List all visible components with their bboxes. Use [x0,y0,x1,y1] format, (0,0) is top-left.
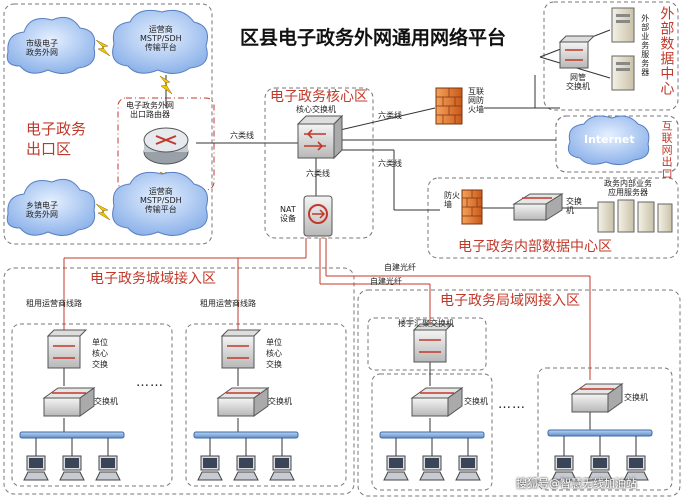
bldg-switch-label: 楼宇汇聚交换机 [398,319,454,328]
dc-firewall-label: 防火 墙 [444,191,460,209]
workstation-icon [587,455,613,481]
cat6-label-a: 六类线 [230,131,254,140]
cat6-label-d: 六类线 [378,159,402,168]
external-dc-box [543,1,679,111]
bldg-box [367,317,487,371]
lease-label-b: 租用运营商线路 [200,299,256,308]
workstation-icon [23,455,49,481]
city-access-box [3,267,355,495]
unit-box-2 [185,323,347,487]
external-server-icons [611,7,635,91]
mgmt-switch-label: 网管 交换机 [566,73,590,91]
lan-switch-label: 交换机 [464,397,488,406]
city-access-label: 电子政务城域接入区 [90,271,216,287]
pc-drops [35,436,637,456]
workstation-icon [269,455,295,481]
internal-dc-label: 电子政务内部数据中心区 [458,239,612,255]
lan-bar-icons [19,429,653,439]
unit-core-label-2: 单位 核心 交换 [266,338,282,369]
workstation-icon [383,455,409,481]
unit-core-label: 单位 核心 交换 [92,338,108,369]
access-switch-label: 交换机 [94,397,118,406]
links-access [63,362,591,434]
internet-cloud-label: Internet [584,133,635,146]
nat-device-icon [303,195,333,237]
core-switch-icon [296,114,344,160]
pc-icons [23,455,649,481]
dc-servers-label: 政务内部业务 应用服务器 [604,179,652,197]
unit-core-switch-icon [46,329,88,369]
internet-firewall-label: 互联 网防 火墙 [468,87,484,114]
links-red [63,238,591,380]
page-title: 区县电子政务外网通用网络平台 [240,27,507,49]
watermark: 搜狐号@智慧无线加油站 [516,477,637,490]
lan-dots: …… [498,397,526,412]
cat6-label-c: 六类线 [378,111,402,120]
cat6-label-b: 六类线 [306,169,330,178]
core-zone-label: 电子政务核心区 [270,89,368,105]
core-zone-box [264,87,374,239]
exit-zone-box [3,3,213,245]
fiber-label-a: 自建光纤 [384,263,416,272]
bldg-switch-icon [412,323,454,363]
workstation-icon [197,455,223,481]
town-cloud-label: 乡镇电子 政务外网 [26,201,58,219]
workstation-icon [551,455,577,481]
city-cloud-label: 市级电子 政务外网 [26,39,58,57]
workstation-icon [95,455,121,481]
lan-access-box [357,289,681,497]
unit-core-switch-icon-2 [220,329,262,369]
cloud-icons [6,9,650,236]
external-dc-label: 外部数据中心 [658,6,675,96]
firewall-icon-dc [461,189,483,225]
internet-zone-label: 互联网出口 [660,120,674,180]
internal-dc-box [427,177,679,259]
lan-box-1 [371,373,493,491]
router-label: 电子政务外网 出口路由器 [126,101,174,119]
core-switch-label: 核心交换机 [296,105,336,114]
lan-box-2 [537,367,673,491]
workstation-icon [455,455,481,481]
exit-zone-label: 电子政务 出口区 [26,120,87,158]
firewall-icon-internet [435,87,463,125]
lan-switch-label-2: 交换机 [624,393,648,402]
workstation-icon [623,455,649,481]
city-dots: …… [136,375,164,390]
dc-switch-label: 交换 机 [566,197,582,215]
dc-switch-icon [512,193,564,221]
access-switch-icons [42,383,624,417]
unit-box-1 [11,323,173,487]
workstation-icon [233,455,259,481]
carrier-bottom-label: 运营商 MSTP/SDH 传输平台 [140,187,182,214]
internet-zone-inner [555,115,679,173]
nat-label: NAT 设备 [280,205,296,223]
lan-access-label: 电子政务局域网接入区 [440,293,580,309]
mgmt-switch-icon [558,35,596,69]
fiber-label-b: 自建光纤 [370,277,402,286]
internal-server-icons [597,199,673,233]
workstation-icon [419,455,445,481]
router-icon [143,127,189,165]
carrier-top-label: 运营商 MSTP/SDH 传输平台 [140,25,182,52]
workstation-icon [59,455,85,481]
access-switch-label-2: 交换机 [268,397,292,406]
lease-label-a: 租用运营商线路 [26,299,82,308]
external-servers-label: 外部业务服务器 [640,14,650,77]
